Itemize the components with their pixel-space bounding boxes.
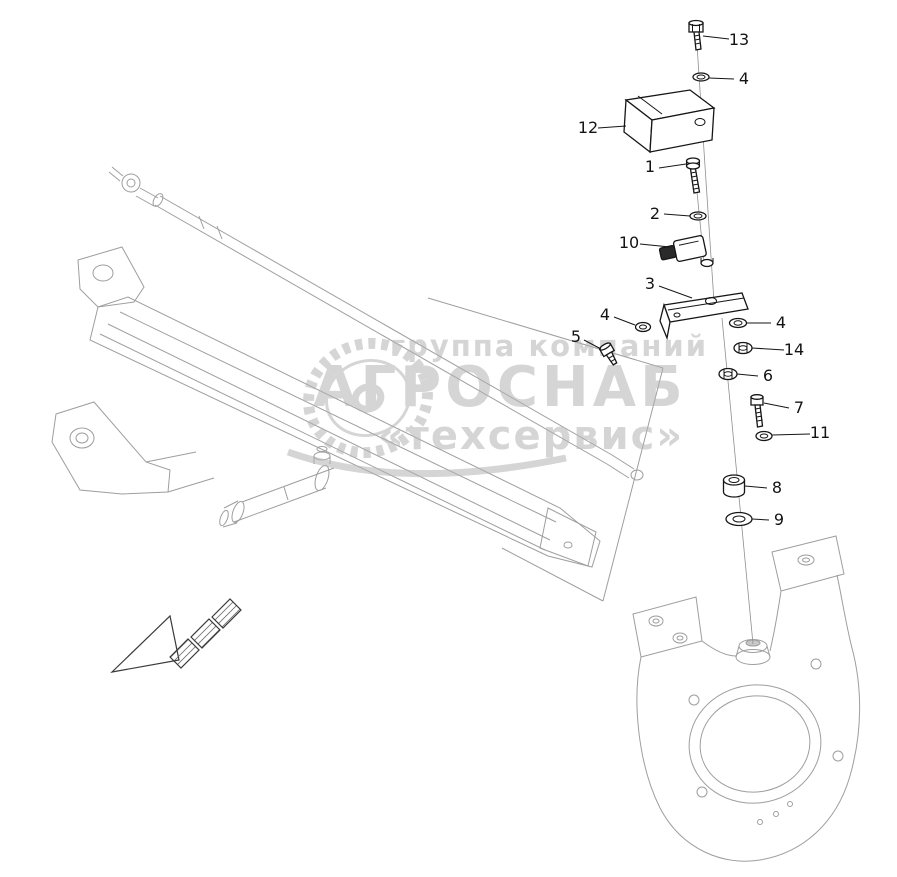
bolt-13 — [688, 19, 704, 51]
nut-14 — [733, 341, 753, 355]
callout-9: 9 — [774, 510, 784, 529]
bolt-7 — [750, 394, 764, 428]
callout-labels: 13 4 12 1 2 10 3 4 5 4 14 6 7 11 8 9 — [571, 30, 830, 529]
sensor-10 — [658, 235, 714, 268]
bolt-5 — [598, 342, 618, 366]
callout-4-top: 4 — [739, 69, 749, 88]
callout-4-left: 4 — [600, 305, 610, 324]
cover-12 — [623, 89, 716, 154]
ring-9 — [725, 511, 753, 527]
callout-3: 3 — [645, 274, 655, 293]
callout-10: 10 — [619, 233, 639, 252]
washer-11 — [755, 430, 773, 442]
input-shaft — [219, 446, 335, 528]
screw-1 — [685, 157, 701, 194]
bushing-8 — [722, 474, 746, 498]
callout-1: 1 — [645, 157, 655, 176]
callout-6: 6 — [763, 366, 773, 385]
callout-8: 8 — [772, 478, 782, 497]
washer-2 — [689, 211, 707, 221]
callout-11: 11 — [810, 423, 830, 442]
callout-4-right: 4 — [776, 313, 786, 332]
axle-housing — [51, 246, 601, 568]
callout-14: 14 — [784, 340, 804, 359]
bracket-3 — [659, 292, 749, 341]
nut-6 — [718, 367, 738, 381]
callout-12: 12 — [578, 118, 598, 137]
watermark-line1: группа компаний — [390, 329, 708, 363]
steering-knuckle — [632, 535, 861, 862]
watermark: группа компаний АГРОСНАБ «техсервис» — [286, 329, 708, 478]
callout-2: 2 — [650, 204, 660, 223]
washer-4-right — [728, 317, 748, 329]
callout-5: 5 — [571, 327, 581, 346]
washer-4-left — [634, 321, 652, 333]
watermark-line3: «техсервис» — [378, 413, 684, 459]
callout-7: 7 — [794, 398, 804, 417]
tie-rod — [108, 166, 644, 481]
callout-leaders — [583, 35, 811, 521]
watermark-line2: АГРОСНАБ — [313, 355, 687, 420]
wheel-logo-icon — [286, 337, 567, 478]
washer-4-top — [692, 72, 710, 82]
direction-arrow — [110, 598, 242, 673]
mounting-plate — [427, 297, 664, 602]
callout-13: 13 — [729, 30, 749, 49]
